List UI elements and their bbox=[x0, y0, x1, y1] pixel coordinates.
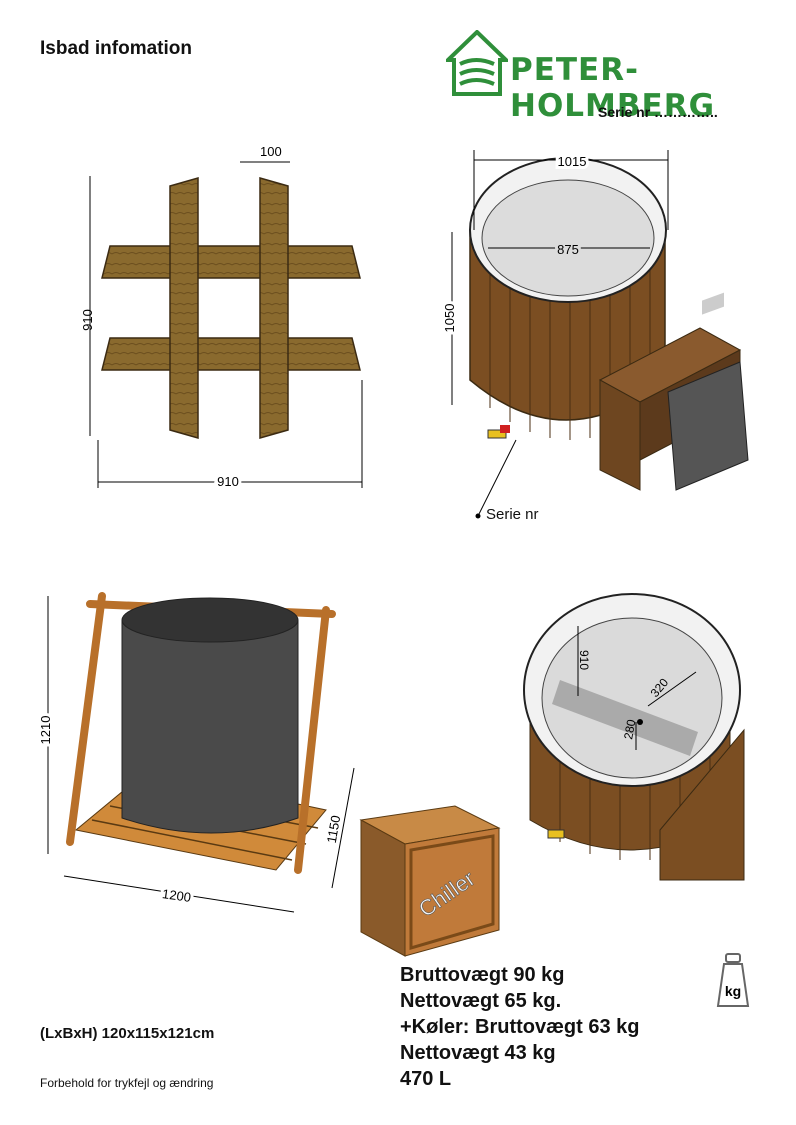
weight-icon: kg bbox=[716, 953, 750, 1007]
serial-callout-label: Serie nr bbox=[486, 506, 539, 523]
page-title: Isbad infomation bbox=[40, 38, 192, 59]
package-length: 1200 bbox=[161, 886, 192, 905]
base-frame-drawing: 100 910 910 bbox=[80, 144, 363, 492]
chiller-gross-weight: +Køler: Bruttovægt 63 kg bbox=[400, 1016, 640, 1038]
base-frame-width-bottom: 910 bbox=[217, 474, 239, 489]
weight-icon-label: kg bbox=[725, 983, 741, 999]
tub-top-depth: 910 bbox=[577, 650, 591, 670]
brand-name: PETER-HOLMBERG bbox=[510, 52, 716, 124]
tub-inner-diameter: 875 bbox=[557, 242, 579, 257]
volume: 470 L bbox=[400, 1068, 452, 1090]
package-drawing: 1210 1150 1200 bbox=[36, 592, 355, 913]
serial-number-label: Serie nr ………….. bbox=[598, 104, 718, 120]
tub-height: 1050 bbox=[442, 304, 457, 333]
package-height: 1210 bbox=[38, 716, 53, 745]
tub-top-drawing: 910 320 280 bbox=[523, 593, 745, 881]
gross-weight: Bruttovægt 90 kg bbox=[400, 964, 565, 986]
net-weight: Nettovægt 65 kg. bbox=[400, 990, 562, 1012]
tub-drawing: 1015 875 1050 bbox=[440, 150, 749, 519]
weights-block: Bruttovægt 90 kg Nettovægt 65 kg. +Køler… bbox=[400, 962, 639, 1092]
base-frame-height: 910 bbox=[80, 309, 95, 331]
disclaimer: Forbehold for trykfejl og ændring bbox=[40, 1076, 214, 1090]
tub-top-height: 280 bbox=[621, 718, 638, 740]
tub-outer-diameter: 1015 bbox=[558, 154, 587, 169]
base-frame-width-top: 100 bbox=[260, 144, 282, 159]
chiller-net-weight: Nettovægt 43 kg bbox=[400, 1042, 556, 1064]
logo-house-icon bbox=[446, 30, 508, 96]
chiller-box-drawing: Chiller bbox=[359, 805, 501, 957]
dimensions-text: (LxBxH) 120x115x121cm bbox=[40, 1025, 215, 1042]
